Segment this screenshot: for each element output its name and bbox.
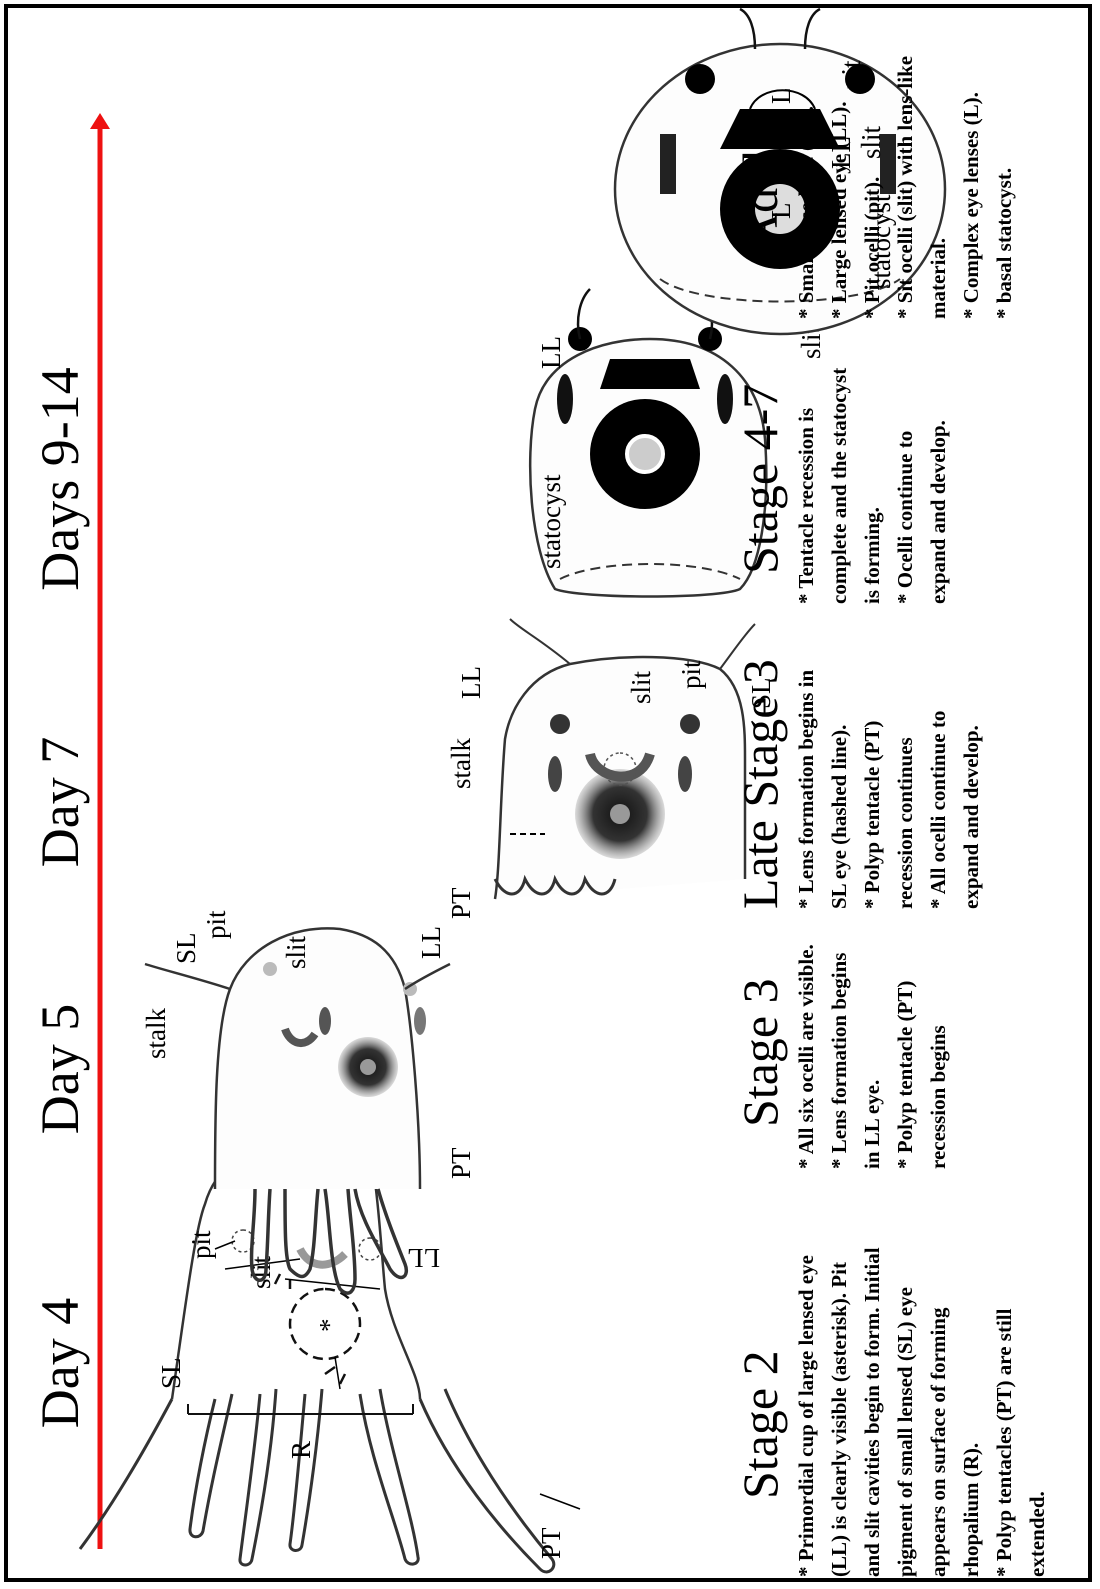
slit-ocellus [557,374,573,424]
pt-label: PT [446,1147,476,1179]
ll-lens [610,804,630,824]
stage2-drawing: * LL SL pit slit R PT [80,1139,580,1572]
stage-title: Late Stage 3 [735,659,785,909]
slit-ocellus [319,1007,331,1035]
stalk [740,9,755,49]
note-item: * Tentacle recession is complete and the… [790,364,889,604]
slit-ocellus [660,134,676,194]
note-item: * All six ocelli are visible. [790,934,823,1169]
r-label: R [286,1441,316,1459]
slit-label: slit [281,935,311,969]
pit-ocellus [685,64,715,94]
stage-notes: * Lens formation begins in SL eye (hashe… [790,659,988,909]
slit-ocellus [414,1007,426,1035]
day-label: Days 9-14 [30,367,90,590]
sl-label: SL [156,1357,186,1389]
slit-ocellus [678,756,692,792]
note-item: * Ocelli continue to expand and develop. [889,364,955,604]
polyp-tentacle [360,1389,418,1564]
note-item: * Small lensed eye (SL). [790,19,823,319]
stage-title: Stage 2 [735,1350,785,1499]
label-leader [285,1279,380,1289]
day-label: Day 7 [30,737,90,867]
timeline-arrowhead [90,113,110,129]
pt-label: PT [446,887,476,919]
ll-label: LL [416,926,446,959]
pt-label: PT [536,1527,566,1559]
stage-notes: * Tentacle recession is complete and the… [790,364,955,604]
label-leader [540,1494,580,1509]
ll-label: LL [407,1243,440,1273]
stalk [405,964,450,989]
sl-eye [600,359,700,389]
sl-pigment [300,1249,345,1265]
slit-ocellus [717,374,733,424]
note-item: * Lens formation begins in SL eye (hashe… [790,659,856,909]
ll-label: LL [536,336,566,369]
stalk-label: stalk [141,1008,171,1059]
day-label: Day 5 [30,1004,90,1134]
note-item: * Primordial cup of large lensed eye (LL… [790,1242,988,1577]
stalk [510,619,570,664]
polyp-tentacle [80,1399,172,1549]
ll-asterisk: * [314,1319,344,1333]
stalk-label: stalk [446,738,476,789]
stage-notes: * Small lensed eye (SL). * Large lensed … [790,19,1021,319]
day-label: Day 4 [30,1298,90,1428]
note-item: * Large lensed eye (LL). [823,19,856,319]
stalk [145,964,230,989]
stage-title: Stage 4-7 [735,384,785,574]
ll-lens [627,436,663,472]
note-item: * basal statocyst. [988,19,1021,319]
stage-notes: * All six ocelli are visible. * Lens for… [790,934,955,1169]
pit-ocellus [550,714,570,734]
note-item: * Sit ocelli (slit) with lens-like mater… [889,19,955,319]
note-item: * All ocelli continue to expand and deve… [922,659,988,909]
stage-title: Adult [735,135,785,249]
polyp-tentacle [325,1189,355,1293]
note-item: * Polyp tentacle (PT) recession continue… [856,659,922,909]
late-stage3-drawing: PT stalk LL SL pit slit [446,619,776,919]
pit-ocellus [263,962,277,976]
pit-label: pit [676,660,706,689]
polyp-tentacle [190,1394,232,1537]
polyp-tentacle [240,1389,276,1565]
polyp-tentacle [420,1389,554,1572]
stage-notes: * Primordial cup of large lensed eye (LL… [790,1242,1054,1577]
ll-label: LL [456,666,486,699]
pit-label: pit [186,1230,216,1259]
note-item: * Pit ocelli (pit). [856,19,889,319]
pit-label: pit [201,910,231,939]
note-item: * Lens formation begins in LL eye. [823,934,889,1169]
label-leader [335,1357,340,1389]
note-item: * Polyp tentacle (PT) recession begins [889,934,955,1169]
pit-ocellus [680,714,700,734]
sl-label: SL [171,932,201,964]
note-item: * Complex eye lenses (L). [955,19,988,319]
ll-lens [360,1059,376,1075]
slit-cavity [325,1367,345,1384]
note-item: * Polyp tentacles (PT) are still extende… [988,1242,1054,1577]
slit-cavity [275,1274,290,1289]
label-leader [215,1241,235,1249]
slit-ocellus [548,756,562,792]
slit-label: slit [626,670,656,704]
statocyst-label: statocyst [536,474,566,569]
stage-title: Stage 3 [735,978,785,1127]
